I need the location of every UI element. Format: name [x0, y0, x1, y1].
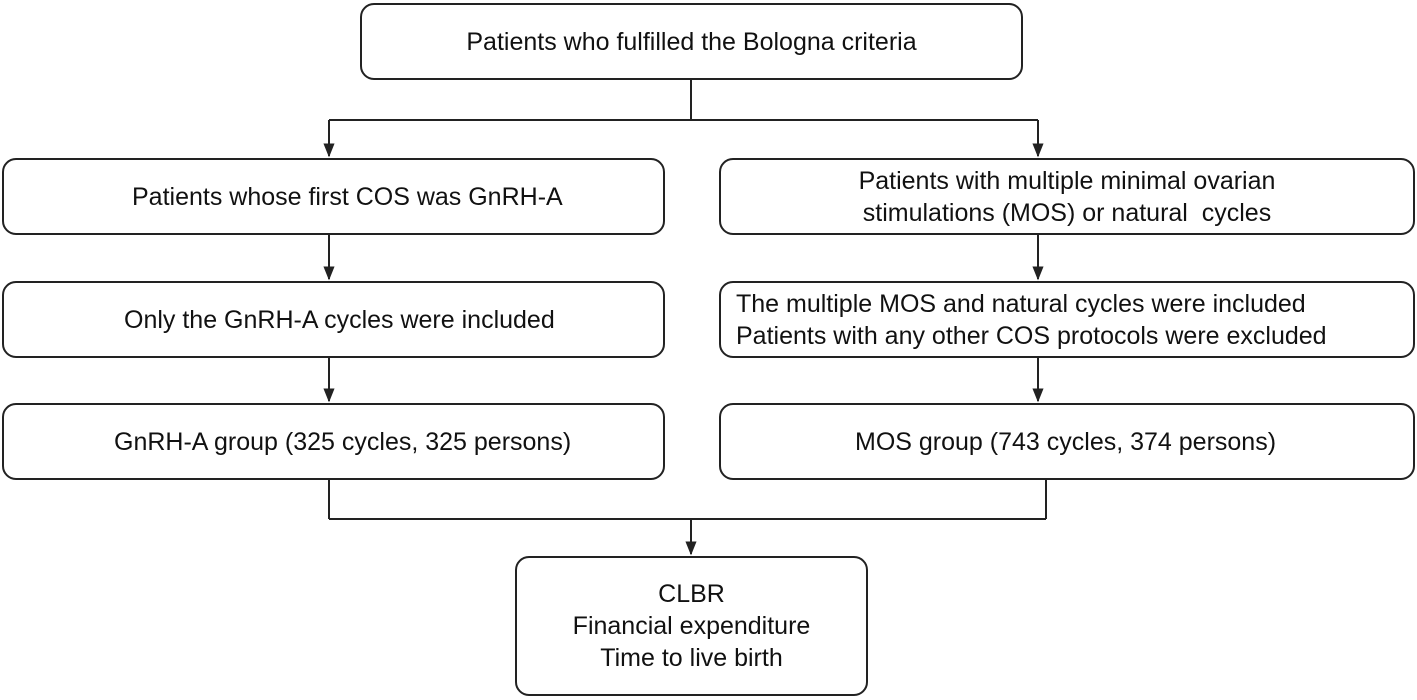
box-gnrh-a-cycles-included-text: Only the GnRH-A cycles were included	[124, 305, 555, 334]
box-gnrh-a-group: GnRH-A group (325 cycles, 325 persons)	[2, 403, 665, 480]
box-mos-group: MOS group (743 cycles, 374 persons)	[719, 403, 1415, 480]
box-mos-exclusion-line: Patients with any other COS protocols we…	[736, 321, 1327, 350]
box-gnrh-a-group-text: GnRH-A group (325 cycles, 325 persons)	[114, 427, 572, 456]
box-bologna-criteria: Patients who fulfilled the Bologna crite…	[360, 3, 1023, 80]
box-outcomes: CLBR Financial expenditure Time to live …	[515, 556, 868, 696]
outcome-time-to-live-birth: Time to live birth	[600, 644, 783, 672]
box-gnrh-a-first-cos-text: Patients whose first COS was GnRH-A	[132, 182, 563, 211]
box-mos-natural-patients-line2: stimulations (MOS) or natural cycles	[862, 198, 1272, 227]
box-mos-inclusion-exclusion: The multiple MOS and natural cycles were…	[719, 281, 1415, 358]
outcome-clbr: CLBR	[658, 580, 725, 608]
box-gnrh-a-cycles-included: Only the GnRH-A cycles were included	[2, 281, 665, 358]
box-mos-group-text: MOS group (743 cycles, 374 persons)	[855, 427, 1277, 456]
box-mos-inclusion-line: The multiple MOS and natural cycles were…	[736, 289, 1306, 318]
box-bologna-criteria-text: Patients who fulfilled the Bologna crite…	[466, 27, 917, 56]
box-gnrh-a-first-cos: Patients whose first COS was GnRH-A	[2, 158, 665, 235]
box-mos-natural-patients-line1: Patients with multiple minimal ovarian	[858, 166, 1276, 195]
box-mos-natural-patients: Patients with multiple minimal ovarian s…	[719, 158, 1415, 235]
outcome-financial-expenditure: Financial expenditure	[572, 612, 811, 640]
